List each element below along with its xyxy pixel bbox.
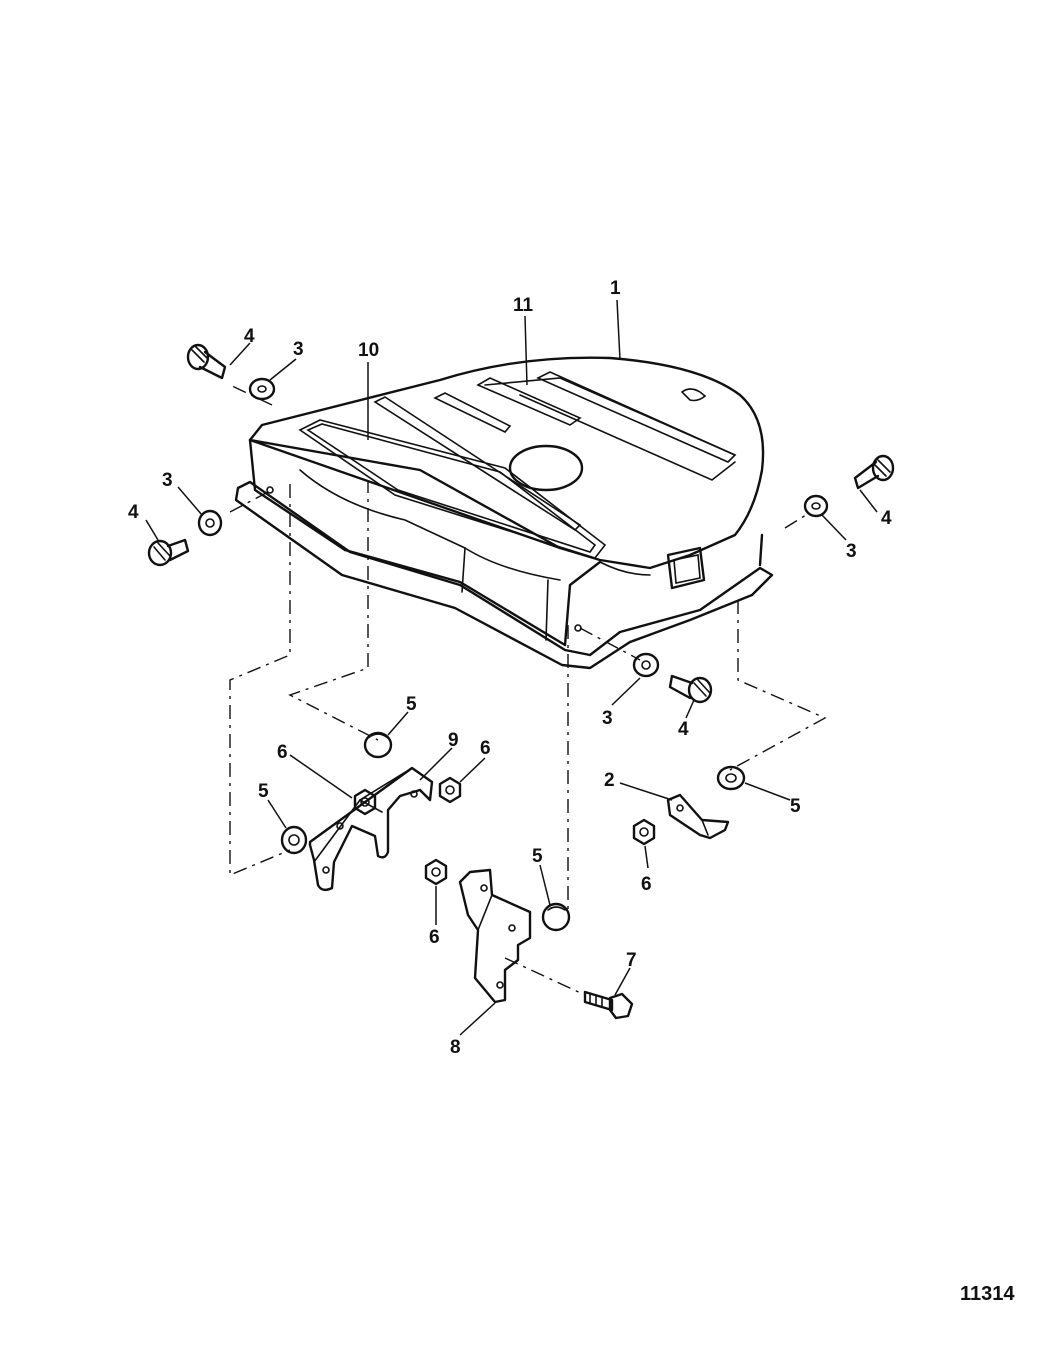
nut-right	[632, 818, 656, 846]
callout-8: 8	[450, 1037, 461, 1058]
callout-4: 4	[244, 326, 255, 347]
leader-lines	[145, 299, 878, 1036]
callout-labels: 1 11 10 4 3 3 4 4 3 3 4 5 9 6 6 5 2 5 6 …	[128, 278, 892, 1058]
callout-5: 5	[532, 846, 543, 867]
callout-6: 6	[429, 927, 440, 948]
callout-4: 4	[678, 719, 689, 740]
washer-top-left	[248, 377, 276, 401]
screw-front-right	[668, 674, 713, 704]
callout-1: 1	[610, 278, 621, 299]
callout-9: 9	[448, 730, 459, 751]
callout-5: 5	[258, 781, 269, 802]
cover-assembly	[234, 356, 774, 670]
washer-left	[197, 509, 223, 537]
nut-left-b	[438, 776, 462, 804]
spacer-lower-left	[280, 825, 308, 855]
spacer-upper	[363, 731, 393, 759]
callout-11: 11	[513, 295, 534, 316]
bolt-7	[583, 990, 634, 1020]
callout-4: 4	[881, 508, 892, 529]
callout-3: 3	[293, 339, 304, 360]
washer-front-right	[632, 652, 660, 678]
callout-3: 3	[602, 708, 613, 729]
spacer-center	[541, 902, 571, 932]
callout-4: 4	[128, 502, 139, 523]
screw-left	[147, 538, 190, 567]
callout-6: 6	[480, 738, 491, 759]
callout-2: 2	[604, 770, 615, 791]
callout-6: 6	[277, 742, 288, 763]
nut-center	[424, 858, 448, 886]
spacer-right	[716, 765, 746, 791]
callout-10: 10	[358, 340, 379, 361]
callout-7: 7	[626, 950, 637, 971]
assembly-lines	[229, 384, 827, 996]
screw-top-left	[186, 343, 227, 380]
callout-5: 5	[790, 796, 801, 817]
washer-right	[803, 494, 829, 518]
callout-6: 6	[641, 874, 652, 895]
callout-3: 3	[162, 470, 173, 491]
callout-3: 3	[846, 541, 857, 562]
screw-right	[853, 454, 895, 490]
callout-5: 5	[406, 694, 417, 715]
figure-number: 11314	[960, 1283, 1015, 1305]
bracket-9	[308, 766, 434, 892]
bracket-8	[458, 868, 532, 1004]
bracket-2	[666, 793, 730, 840]
